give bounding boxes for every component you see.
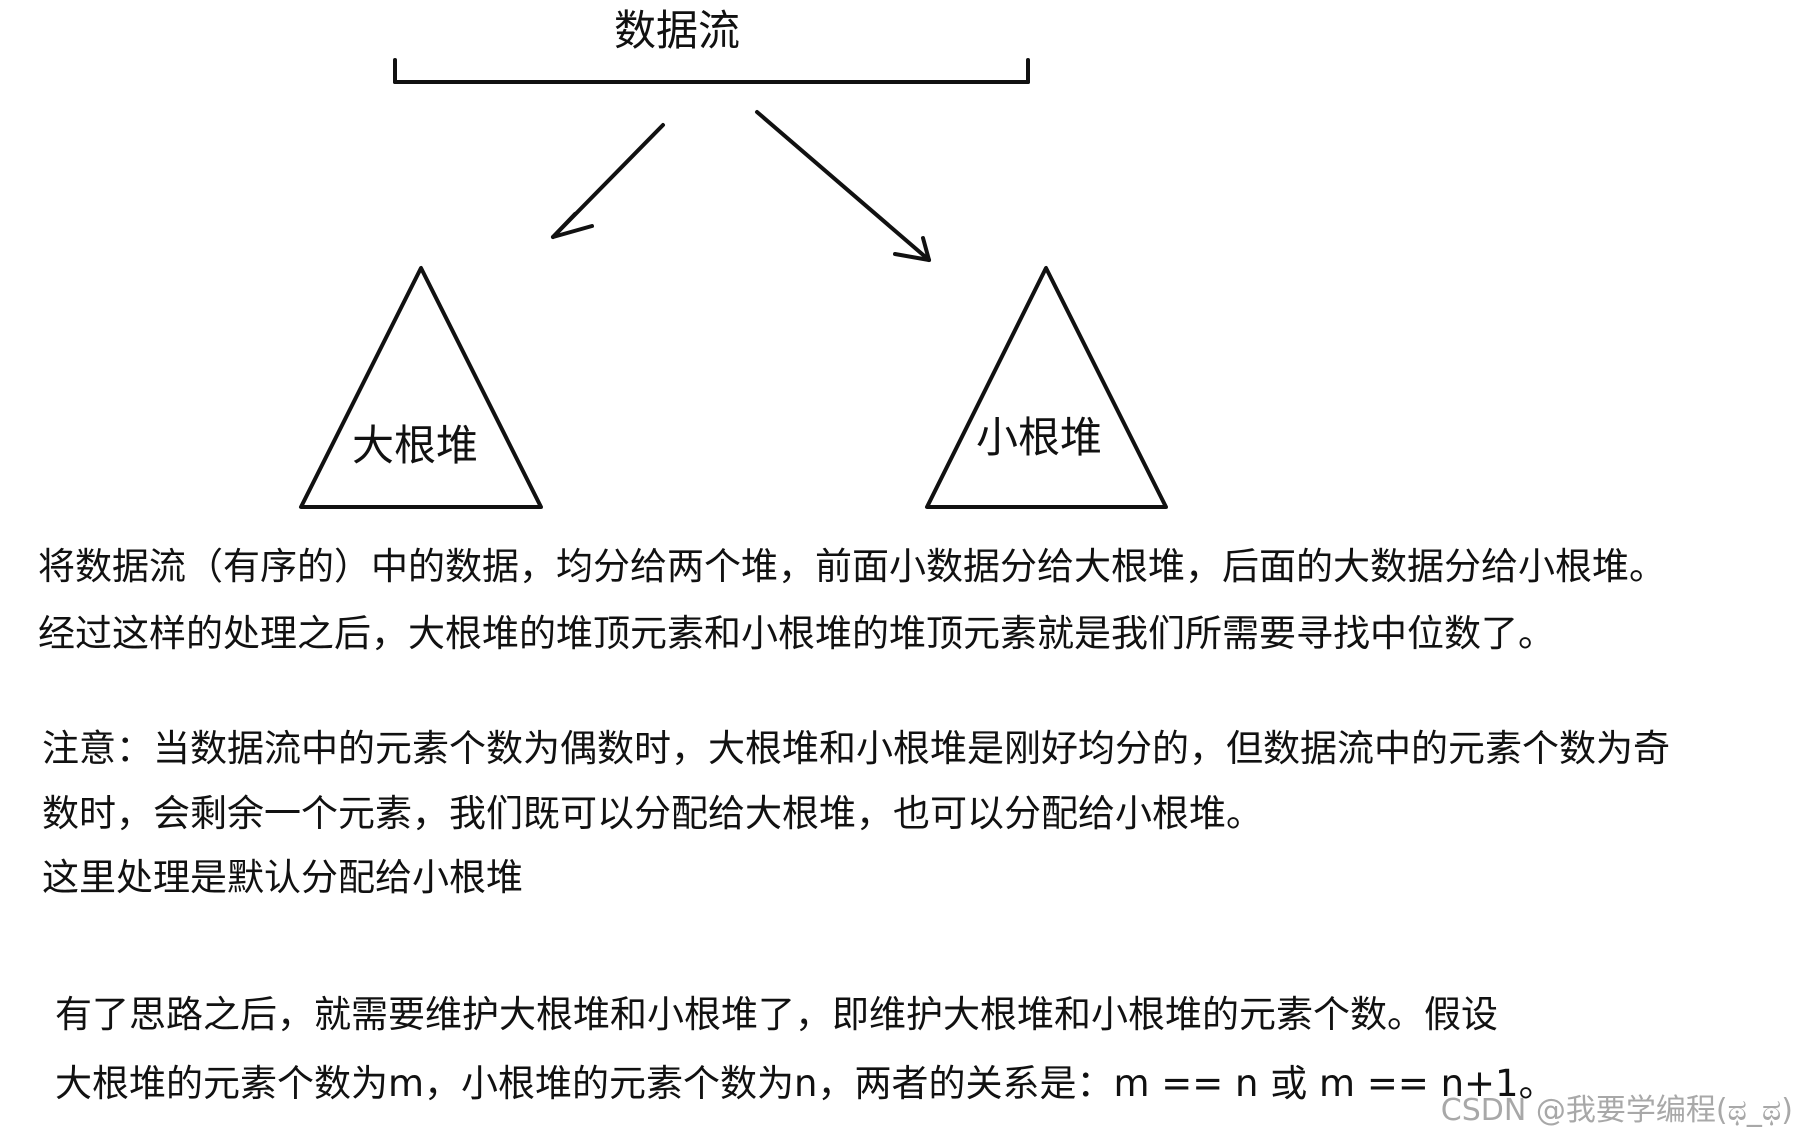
paragraph-3-line-1: 有了思路之后，就需要维护大根堆和小根堆了，即维护大根堆和小根堆的元素个数。假设: [55, 993, 1498, 1036]
paragraph-1-line-1: 将数据流（有序的）中的数据，均分给两个堆，前面小数据分给大根堆，后面的大数据分给…: [38, 545, 1666, 588]
csdn-watermark: CSDN @我要学编程(ಥ_ಥ): [1440, 1093, 1793, 1128]
min-heap-node: 小根堆: [925, 266, 1168, 509]
data-stream-bar: [393, 58, 1030, 84]
paragraph-1-line-2: 经过这样的处理之后，大根堆的堆顶元素和小根堆的堆顶元素就是我们所需要寻找中位数了…: [38, 612, 1555, 655]
paragraph-2-line-3: 这里处理是默认分配给小根堆: [42, 856, 523, 899]
min-heap-triangle: [925, 266, 1168, 509]
right-split-arrow: [755, 110, 931, 262]
paragraph-2-line-2: 数时，会剩余一个元素，我们既可以分配给大根堆，也可以分配给小根堆。: [42, 792, 1263, 835]
left-split-arrow: [551, 123, 665, 239]
max-heap-label: 大根堆: [352, 421, 478, 470]
max-heap-node: 大根堆: [299, 266, 543, 509]
paragraph-2-line-1: 注意：当数据流中的元素个数为偶数时，大根堆和小根堆是刚好均分的，但数据流中的元素…: [42, 727, 1670, 770]
max-heap-triangle: [299, 266, 543, 509]
paragraph-3-line-2: 大根堆的元素个数为m，小根堆的元素个数为n，两者的关系是：m == n 或 m …: [55, 1062, 1556, 1105]
min-heap-label: 小根堆: [976, 413, 1102, 462]
data-stream-label: 数据流: [614, 6, 740, 55]
